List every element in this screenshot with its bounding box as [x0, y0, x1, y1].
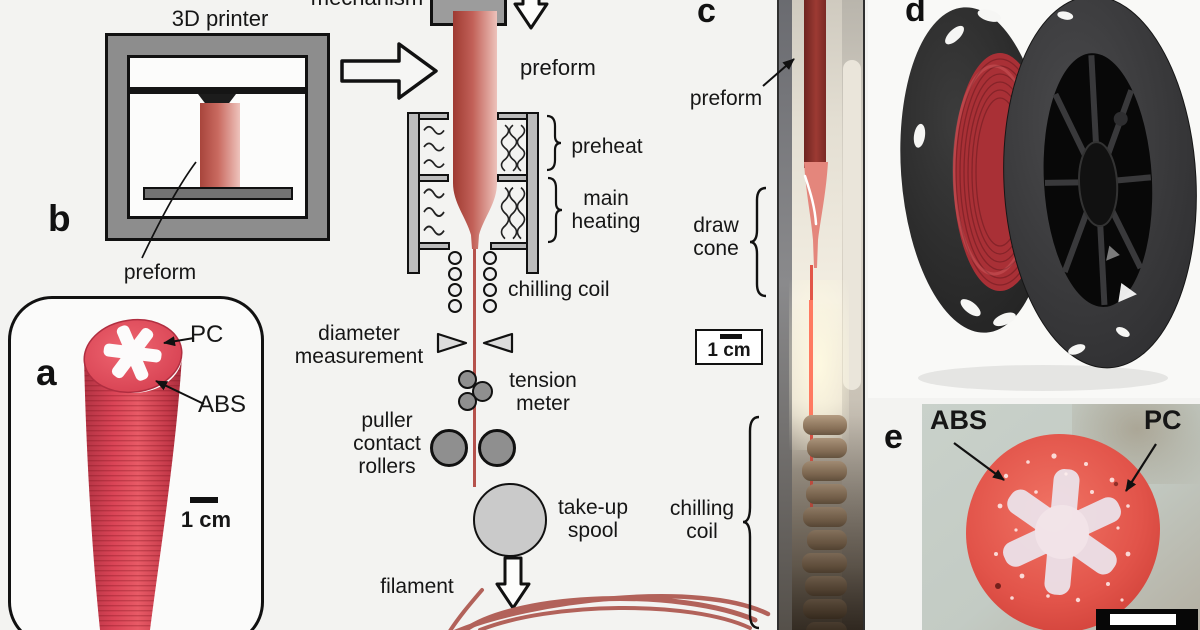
panel-a-scale-bar: [190, 497, 218, 503]
printer-title: 3D printer: [171, 6, 269, 31]
photo-left-rail: [779, 0, 792, 630]
furnace-shelf: [418, 112, 449, 120]
photo-preform: [804, 0, 826, 168]
heater-wave-icon: [500, 124, 526, 172]
panel-e-scale-frame: [1096, 609, 1198, 630]
preheat-brace: [546, 114, 562, 172]
heater-wave-icon: [423, 188, 445, 236]
tension-meter-roller: [458, 370, 477, 389]
panel-c-scale-label: 1 cm: [707, 340, 751, 361]
panel-e-pc-arrow-icon: [1125, 443, 1157, 492]
diameter-measurement-label: diameter measurement: [294, 322, 424, 369]
panel-c-scale-bar: [720, 334, 742, 339]
chilling-coil-circle: [448, 299, 462, 313]
printer-preform-label: preform: [123, 261, 197, 284]
photo-fiber-glow: [809, 300, 813, 430]
chilling-coil-brace: [742, 415, 760, 630]
chilling-coil-circle: [448, 283, 462, 297]
draw-cone-brace: [749, 186, 767, 298]
panel-c-preform-arrow-icon: [762, 58, 795, 87]
cross-section-star: [994, 453, 1131, 603]
panel-a-scale-label: 1 cm: [180, 507, 232, 532]
diameter-gauge-icon: [436, 332, 514, 354]
tension-meter-roller: [458, 392, 477, 411]
take-up-spool-circle: [473, 483, 547, 557]
photo-coil-shadow: [792, 415, 863, 630]
panel-c-preform-label: preform: [689, 87, 763, 110]
abs-arrow-icon: [155, 380, 205, 405]
tower-preform-column: [453, 11, 497, 249]
panel-e-abs-arrow-icon: [953, 442, 1005, 481]
chilling-coil-circle: [483, 283, 497, 297]
heater-wave-icon: [423, 125, 445, 169]
tower-chilling-coil-label: chilling coil: [508, 278, 610, 301]
furnace-right-rail: [526, 112, 539, 274]
heater-wave-icon: [500, 186, 526, 240]
panel-e-pc-label: PC: [1144, 405, 1182, 435]
panel-e-abs-label: ABS: [930, 405, 988, 435]
panel-e-tag: e: [884, 418, 903, 456]
panel-d-tag: d: [905, 0, 926, 29]
panel-c-tag: c: [697, 0, 716, 30]
puller-rollers-label: puller contact rollers: [353, 409, 421, 479]
main-heating-label: main heating: [571, 187, 641, 234]
printed-preform-photo: [83, 318, 183, 630]
chilling-coil-circle: [448, 267, 462, 281]
draw-cone-label: draw cone: [693, 214, 739, 261]
pc-arrow-icon: [163, 336, 195, 347]
panel-e-scale-bar: [1110, 614, 1176, 625]
panel-a-tag: a: [36, 352, 57, 393]
preform-leader-line: [141, 161, 197, 259]
chilling-coil-circle: [448, 251, 462, 265]
furnace-shelf: [418, 242, 450, 250]
chilling-coil-circle: [483, 251, 497, 265]
take-up-spool-label: take-up spool: [557, 496, 629, 543]
main-heating-brace: [547, 176, 563, 244]
feed-mechanism-label: mechanism: [300, 0, 434, 10]
preheat-label: preheat: [571, 135, 643, 158]
panel-b-tag: b: [48, 198, 71, 239]
tower-preform-label: preform: [520, 55, 596, 80]
furnace-shelf: [497, 112, 528, 120]
micrograph-photo: [922, 404, 1200, 630]
printer-preform-cylinder: [200, 103, 240, 189]
panel-a-pc-label: PC: [190, 321, 224, 348]
panel-c-scale-box: 1 cm: [695, 329, 763, 365]
puller-roller-left: [430, 429, 468, 467]
furnace-shelf: [418, 174, 449, 182]
furnace-shelf: [490, 242, 528, 250]
filament-label: filament: [380, 575, 454, 598]
furnace-left-rail: [407, 112, 420, 274]
furnace-shelf: [497, 174, 528, 182]
chilling-coil-circle: [483, 267, 497, 281]
tension-meter-roller: [472, 381, 493, 402]
fiber-line: [473, 238, 476, 487]
panel-a-abs-label: ABS: [198, 391, 247, 418]
panel-c-photo: [777, 0, 865, 630]
printer-build-plate: [143, 187, 293, 200]
puller-roller-right: [478, 429, 516, 467]
chilling-coil-circle: [483, 299, 497, 313]
filament-coil: [448, 588, 771, 630]
tension-meter-label: tension meter: [509, 369, 577, 416]
printer-gantry: [130, 87, 305, 94]
feed-arrow-down-icon: [513, 0, 549, 30]
photo-draw-cone: [803, 162, 828, 268]
flow-arrow-right-icon: [340, 42, 438, 100]
panel-c-chilling-coil-label: chilling coil: [669, 497, 735, 544]
spool-arrow-down-icon: [495, 556, 531, 610]
spool-photo: [868, 0, 1200, 398]
